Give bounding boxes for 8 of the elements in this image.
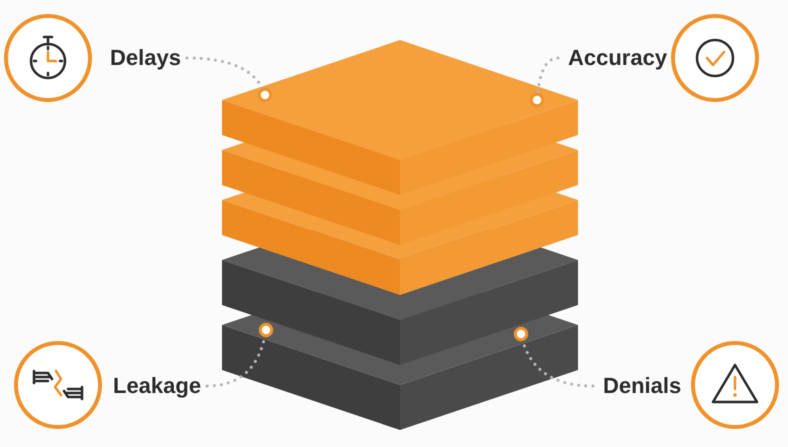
leader-line [530, 56, 560, 108]
leader-line [514, 326, 594, 388]
leader-line [185, 56, 272, 102]
callout-label: Delays [110, 45, 181, 71]
callout-label: Denials [603, 373, 682, 399]
callout-label: Accuracy [568, 45, 668, 71]
callout-label: Leakage [113, 373, 202, 399]
leader-line [206, 322, 274, 388]
